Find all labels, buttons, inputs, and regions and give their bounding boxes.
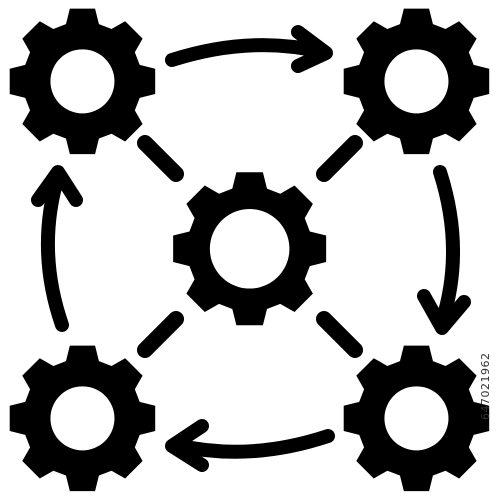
arrow-bottom-left-icon: [165, 419, 335, 472]
dash-bottom-left: [137, 311, 184, 358]
dash-top-right: [316, 135, 363, 182]
dash-top-left: [137, 135, 184, 182]
top-left-gear-icon: [9, 8, 156, 155]
top-right-gear-icon: [343, 8, 490, 155]
bottom-right-gear-icon: [343, 345, 490, 492]
arrow-left-up-icon: [31, 165, 83, 332]
bottom-left-gear-icon: [9, 345, 156, 492]
connector-dashes: [137, 135, 363, 358]
arrow-right-down-icon: [417, 165, 471, 335]
dash-bottom-right: [316, 311, 363, 358]
center-gear-icon: [173, 172, 327, 326]
arrow-top-right-icon: [165, 25, 333, 73]
